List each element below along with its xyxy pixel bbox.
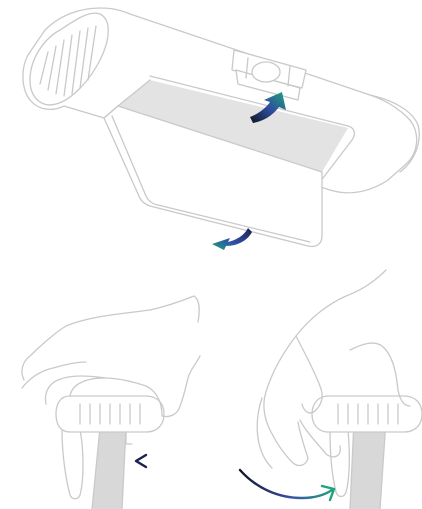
monitor-post-left: [92, 428, 126, 509]
lens-housing: [231, 49, 307, 101]
mount-plate: [103, 105, 323, 248]
camera-end-ridges-right: [337, 403, 399, 425]
mount-plate-fold: [111, 115, 311, 243]
arrow-left-icon: [134, 453, 180, 469]
mount-leg-left: [61, 429, 84, 500]
hand-left: [21, 295, 201, 418]
webcam-front-plate: [149, 75, 355, 183]
curved-arrow-up-icon: [250, 92, 286, 123]
curved-arrow-right-icon: [238, 468, 336, 502]
endcap-ridges: [39, 25, 97, 97]
curved-arrow-down-icon: [212, 228, 252, 250]
mount-attach-right: [238, 269, 422, 509]
camera-end-right: [311, 395, 422, 433]
mount-leg-right: [329, 429, 350, 498]
privacy-shade: [118, 80, 348, 172]
mount-attach-left: [21, 295, 201, 509]
camera-end-ridges-left: [79, 403, 141, 425]
webcam-right-end: [369, 94, 420, 173]
monitor-post-right: [350, 420, 386, 509]
webcam-assembly: [22, 7, 420, 250]
hand-right: [256, 269, 411, 469]
